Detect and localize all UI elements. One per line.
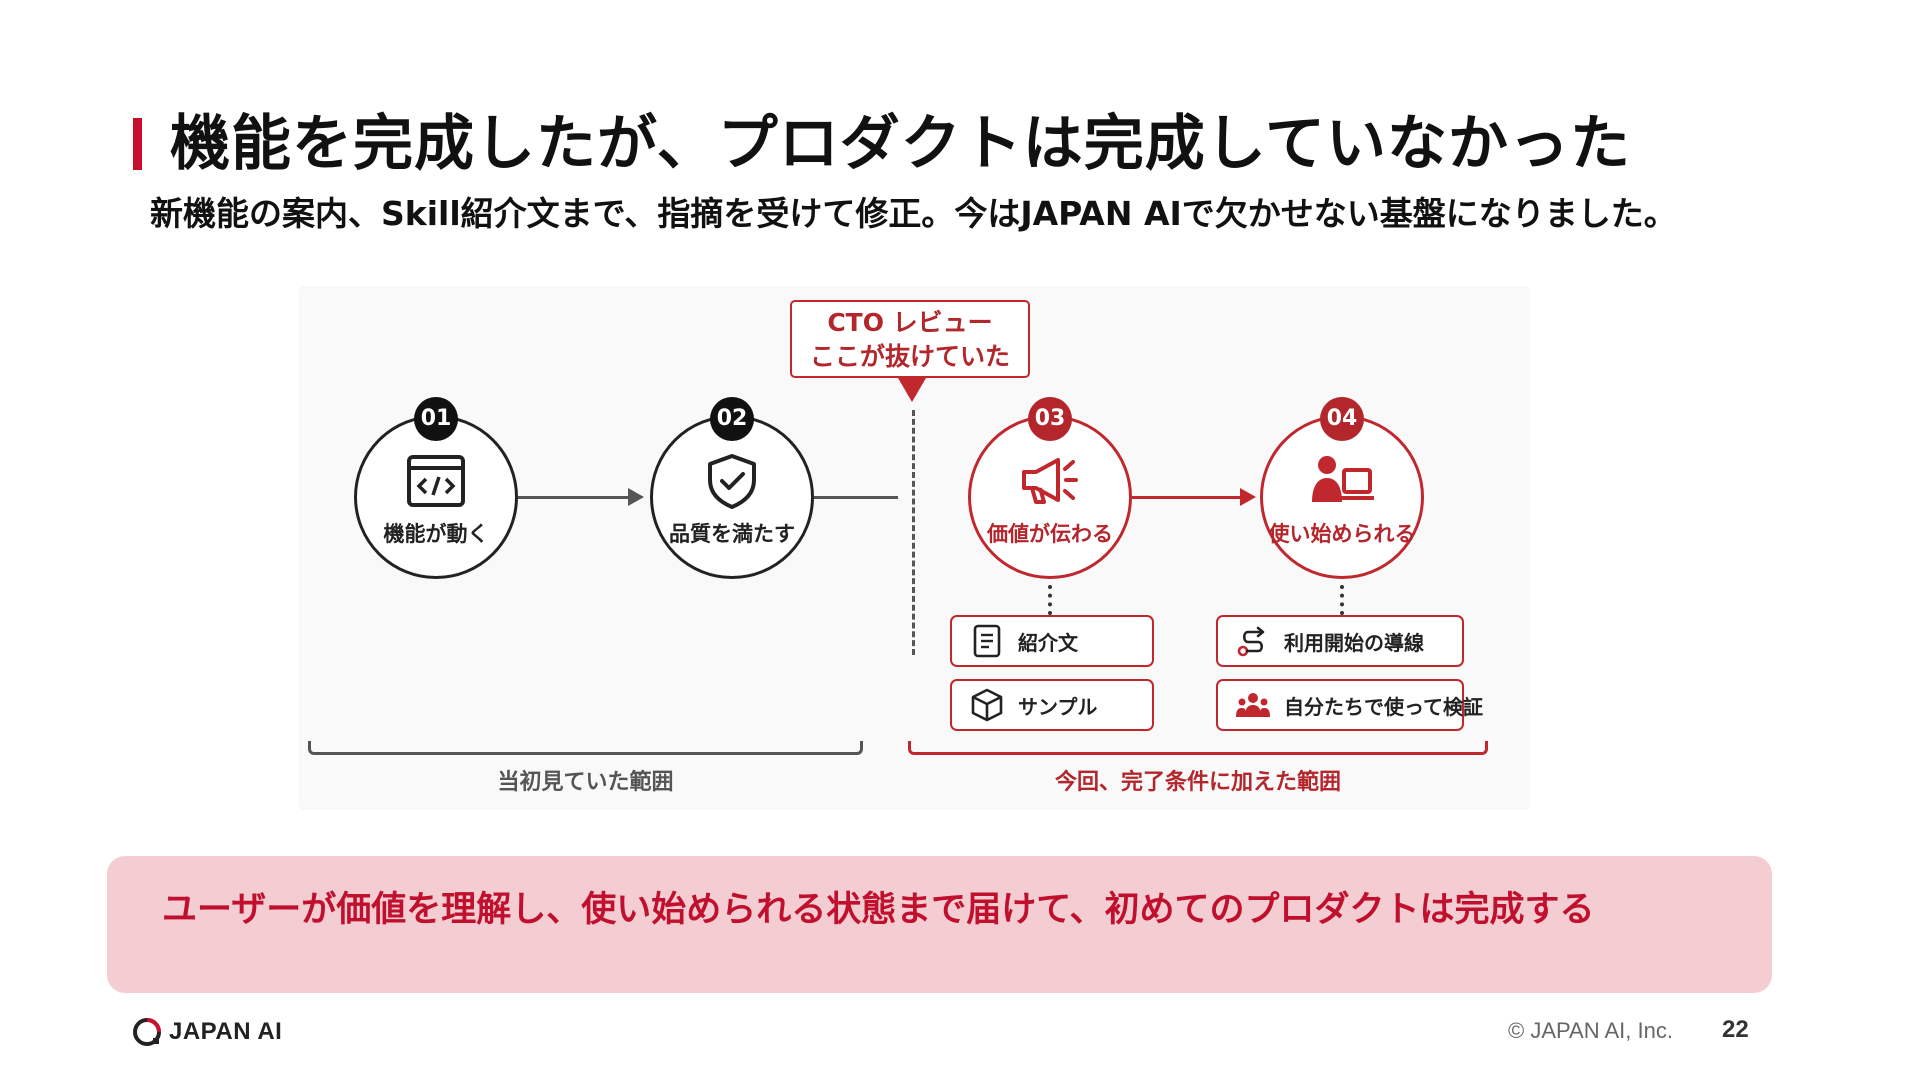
box-icon <box>971 688 1003 722</box>
added-scope-bracket <box>908 741 1488 755</box>
connector-01-02 <box>518 496 630 499</box>
step-03-number: 03 <box>1028 397 1072 441</box>
connector-02-divider <box>814 496 898 499</box>
connector-03-04 <box>1132 496 1242 499</box>
step-04-dotted-link <box>1340 585 1344 615</box>
step-04-label: 使い始められる <box>1268 522 1416 546</box>
sub-item-onboarding-path: 利用開始の導線 <box>1216 615 1464 667</box>
step-01-number: 01 <box>414 397 458 441</box>
initial-scope-bracket <box>308 741 863 755</box>
callout-line-1: CTO レビュー <box>827 308 993 337</box>
cto-review-callout: CTO レビュー ここが抜けていた <box>790 300 1030 378</box>
callout-pointer <box>898 378 926 402</box>
scope-divider-line <box>912 410 915 655</box>
code-window-icon <box>407 455 465 507</box>
arrowhead-01-02 <box>628 488 644 506</box>
route-icon <box>1237 626 1265 657</box>
page-number: 22 <box>1722 1016 1749 1043</box>
step-02-circle: 品質を満たす <box>650 415 814 579</box>
sub-item-self-verification: 自分たちで使って検証 <box>1216 679 1483 731</box>
user-laptop-icon <box>1312 456 1374 502</box>
step-03-circle: 価値が伝わる <box>968 415 1132 579</box>
key-message-text: ユーザーが価値を理解し、使い始められる状態まで届けて、初めてのプロダクトは完成す… <box>162 890 1595 930</box>
arrowhead-03-04 <box>1240 488 1256 506</box>
company-logo: JAPAN AI <box>131 1015 282 1049</box>
logo-text: JAPAN AI <box>169 1018 283 1045</box>
step-04-number: 04 <box>1320 397 1364 441</box>
key-message-box: ユーザーが価値を理解し、使い始められる状態まで届けて、初めてのプロダクトは完成す… <box>107 856 1772 993</box>
added-scope-label: 今回、完了条件に加えた範囲 <box>1054 770 1341 795</box>
sub-item-sample-label: サンプル <box>1018 694 1098 719</box>
step-01-circle: 機能が動く <box>354 415 518 579</box>
slide-subtitle: 新機能の案内、Skill紹介文まで、指摘を受けて修正。今はJAPAN AIで欠か… <box>150 194 1677 233</box>
step-02-number: 02 <box>710 397 754 441</box>
team-icon <box>1236 693 1270 717</box>
document-icon <box>973 624 1001 658</box>
slide-title: 機能を完成したが、プロダクトは完成していなかった <box>170 109 1631 179</box>
callout-line-2: ここが抜けていた <box>809 342 1010 371</box>
title-accent-bar <box>133 118 142 170</box>
step-03-label: 価値が伝わる <box>987 522 1113 546</box>
sub-item-self-verification-label: 自分たちで使って検証 <box>1284 694 1483 719</box>
megaphone-icon <box>1022 458 1078 504</box>
step-02-label: 品質を満たす <box>669 522 795 546</box>
initial-scope-label: 当初見ていた範囲 <box>497 770 674 795</box>
sub-item-intro-text-label: 紹介文 <box>1018 630 1078 655</box>
step-03-dotted-link <box>1048 585 1052 615</box>
japan-ai-logo-icon <box>133 1018 161 1046</box>
sub-item-intro-text: 紹介文 <box>950 615 1154 667</box>
step-01-label: 機能が動く <box>383 522 489 546</box>
sub-item-onboarding-path-label: 利用開始の導線 <box>1284 630 1424 655</box>
shield-check-icon <box>708 454 756 509</box>
step-04-circle: 使い始められる <box>1260 415 1424 579</box>
sub-item-sample: サンプル <box>950 679 1154 731</box>
copyright-notice: © JAPAN AI, Inc. <box>1508 1018 1673 1043</box>
